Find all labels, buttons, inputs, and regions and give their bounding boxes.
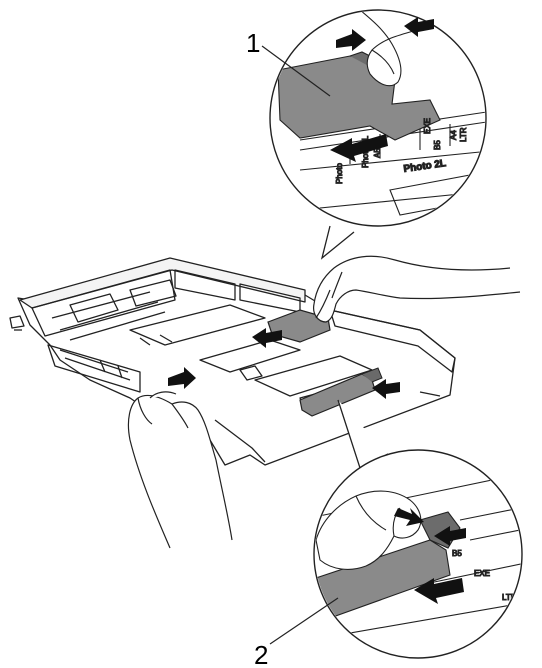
size-mark-exe: EXE [423, 118, 432, 134]
size-mark-exe-bottom: EXE [474, 569, 490, 578]
size-mark-photo: Photo [335, 163, 344, 184]
callout-number-1: 1 [246, 28, 260, 58]
size-mark-b5: B5 [433, 140, 442, 150]
callout-leader-2 [270, 598, 338, 644]
right-hand-main [314, 256, 520, 322]
size-mark-a4: A4 [449, 130, 458, 140]
size-mark-b5-bottom: B5 [452, 549, 462, 558]
size-mark-ltr: LTR [459, 127, 468, 142]
callout-number-2: 2 [254, 640, 268, 668]
zoom-callout-top: EXE B5 A4 LTR A5 Photo 2L Photo Photo 2L [270, 10, 500, 258]
